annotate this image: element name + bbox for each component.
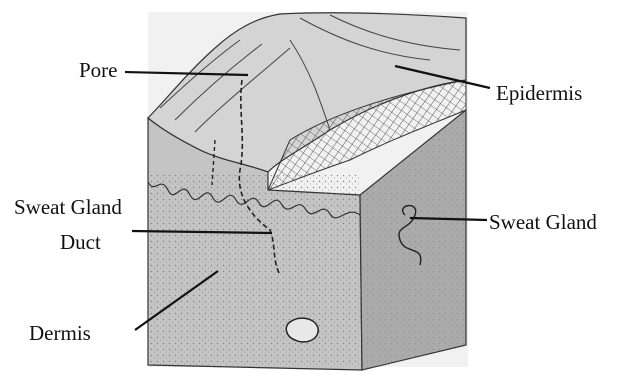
- label-dermis: Dermis: [29, 321, 91, 345]
- label-sweat-gland-duct-line2: Duct: [60, 230, 101, 254]
- label-pore: Pore: [79, 58, 118, 82]
- label-sweat-gland-duct-line1: Sweat Gland: [14, 195, 122, 219]
- dermis-vessel: [286, 318, 318, 342]
- label-sweat-gland: Sweat Gland: [489, 210, 597, 234]
- dermis-texture: [148, 175, 360, 367]
- label-epidermis: Epidermis: [496, 81, 582, 105]
